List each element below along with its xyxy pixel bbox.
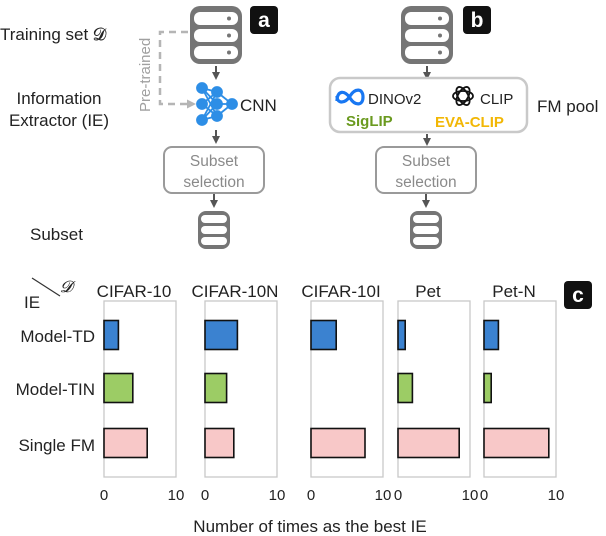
subset-selection-box-b bbox=[375, 146, 477, 194]
row-label-model-tin: Model-TIN bbox=[16, 380, 95, 399]
panel-c-tag-text: c bbox=[572, 284, 584, 307]
bar-model-td bbox=[310, 319, 338, 351]
chart-title: Pet-N bbox=[492, 282, 535, 301]
chart-title: CIFAR-10I bbox=[301, 282, 380, 301]
x-tick-label: 10 bbox=[548, 487, 565, 504]
bar-model-td bbox=[204, 319, 239, 351]
x-tick-label: 10 bbox=[462, 487, 479, 504]
pretrained-label: Pre-trained bbox=[137, 38, 154, 112]
eva-clip-label: EVA-CLIP bbox=[435, 114, 504, 131]
ie-label-line1: Information bbox=[16, 89, 101, 108]
panel-c-tag: c bbox=[564, 281, 592, 309]
subset-database-icon-b bbox=[410, 211, 442, 249]
corner-d-label: 𝓓 bbox=[60, 279, 76, 296]
panel-c: 𝓓 IE Model-TD Model-TIN Single FM c Numb… bbox=[16, 277, 592, 536]
bar-model-tin bbox=[103, 372, 134, 404]
meta-logo-icon bbox=[335, 88, 365, 106]
bar-single-fm bbox=[103, 427, 149, 459]
database-icon bbox=[190, 6, 242, 64]
panel-a-tag: a bbox=[250, 6, 278, 34]
bar-single-fm bbox=[310, 427, 366, 459]
x-tick-label: 10 bbox=[375, 487, 392, 504]
dinov2-label: DINOv2 bbox=[368, 91, 421, 108]
chart-title: CIFAR-10N bbox=[192, 282, 279, 301]
bar-single-fm bbox=[483, 427, 550, 459]
subset-selection-box-a bbox=[163, 146, 265, 194]
corner-diagonal bbox=[31, 277, 61, 297]
database-icon-b bbox=[401, 6, 453, 64]
x-tick-label: 0 bbox=[201, 487, 209, 504]
siglip-label: SigLIP bbox=[346, 113, 393, 130]
subset-selection-b-line1: Subset bbox=[402, 153, 451, 170]
cnn-network-icon bbox=[196, 82, 238, 126]
pretrained-dashed-arrow bbox=[158, 30, 196, 109]
x-axis-label: Number of times as the best IE bbox=[193, 517, 426, 536]
x-tick-label: 0 bbox=[480, 487, 488, 504]
bar-model-td bbox=[397, 319, 406, 351]
bar-model-td bbox=[483, 319, 500, 351]
training-set-label: Training set 𝓓 bbox=[0, 25, 107, 44]
x-tick-label: 0 bbox=[100, 487, 108, 504]
bar-single-fm bbox=[397, 427, 461, 459]
subset-selection-a-line2: selection bbox=[183, 174, 244, 191]
clip-label: CLIP bbox=[480, 91, 513, 108]
fm-pool-box bbox=[328, 76, 529, 134]
bar-model-tin bbox=[204, 372, 228, 404]
row-label-single-fm: Single FM bbox=[18, 436, 95, 455]
x-tick-label: 0 bbox=[307, 487, 315, 504]
chart-title: Pet bbox=[415, 282, 441, 301]
fm-pool-label: FM pool bbox=[537, 97, 598, 116]
chart-title: CIFAR-10 bbox=[97, 282, 172, 301]
panel-b-tag-text: b bbox=[471, 9, 484, 32]
x-tick-label: 10 bbox=[269, 487, 286, 504]
subset-database-icon bbox=[198, 211, 230, 249]
subset-label: Subset bbox=[30, 225, 83, 244]
bar-model-td bbox=[103, 319, 120, 351]
bar-single-fm bbox=[204, 427, 235, 459]
panel-a-tag-text: a bbox=[258, 9, 270, 32]
cnn-label: CNN bbox=[240, 96, 277, 115]
openai-logo-icon bbox=[452, 86, 474, 106]
panel-a: a Training set 𝓓 Pre-trained CNN Informa… bbox=[0, 6, 278, 249]
chart-frame bbox=[310, 300, 384, 478]
panel-b: b DINOv2 CLIP SigLIP EVA-CLIP FM pool Su… bbox=[328, 6, 598, 249]
bar-model-tin bbox=[483, 372, 492, 404]
x-tick-label: 10 bbox=[168, 487, 185, 504]
corner-ie-label: IE bbox=[24, 293, 40, 312]
subset-selection-a-line1: Subset bbox=[190, 153, 239, 170]
panel-b-tag: b bbox=[463, 6, 491, 34]
bar-model-tin bbox=[397, 372, 414, 404]
x-tick-label: 0 bbox=[394, 487, 402, 504]
subset-selection-b-line2: selection bbox=[395, 174, 456, 191]
ie-label-line2: Extractor (IE) bbox=[9, 111, 109, 130]
row-label-model-td: Model-TD bbox=[20, 327, 95, 346]
